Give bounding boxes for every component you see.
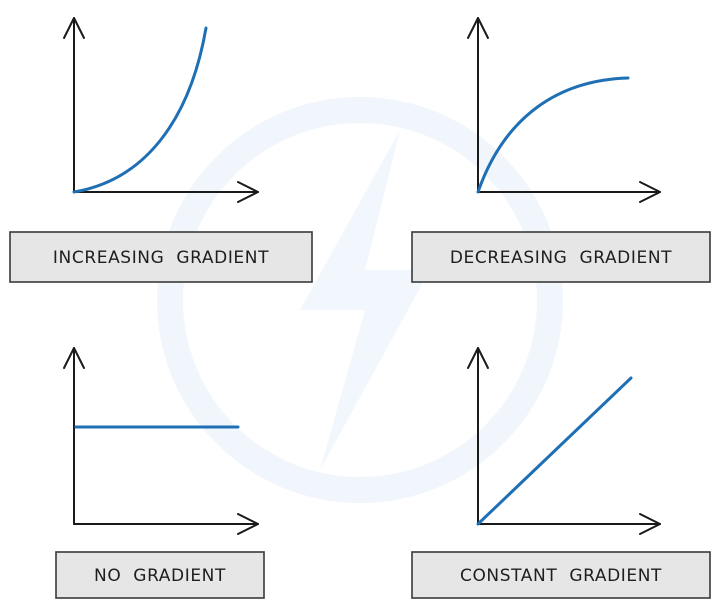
panel-increasing: INCREASING GRADIENT	[9, 17, 313, 283]
label-box-none	[55, 551, 265, 599]
axes-none	[63, 347, 259, 535]
axes-decreasing	[467, 17, 661, 203]
label-box-increasing	[9, 231, 313, 283]
x-axis-arrow-icon	[237, 181, 259, 203]
label-decreasing-gradient: DECREASING GRADIENT	[450, 248, 672, 268]
panel-decreasing: DECREASING GRADIENT	[411, 17, 711, 283]
curve-increasing	[72, 26, 208, 194]
label-box-constant	[411, 551, 711, 599]
y-axis-arrow-icon	[63, 17, 85, 39]
panel-none: NO GRADIENT	[55, 347, 265, 599]
y-axis-arrow-icon	[467, 347, 489, 369]
panel-constant: CONSTANT GRADIENT	[411, 347, 711, 599]
curve-decreasing	[476, 76, 630, 194]
watermark-logo	[157, 97, 563, 503]
x-axis-arrow-icon	[237, 513, 259, 535]
label-box-decreasing	[411, 231, 711, 283]
x-axis-arrow-icon	[639, 181, 661, 203]
axes-increasing	[63, 17, 259, 203]
x-axis-arrow-icon	[639, 513, 661, 535]
label-increasing-gradient: INCREASING GRADIENT	[53, 248, 269, 268]
axes-constant	[467, 347, 661, 535]
label-constant-gradient: CONSTANT GRADIENT	[460, 566, 662, 586]
y-axis-arrow-icon	[63, 347, 85, 369]
label-no-gradient: NO GRADIENT	[94, 566, 226, 586]
line-constant-gradient	[476, 376, 633, 526]
y-axis-arrow-icon	[467, 17, 489, 39]
